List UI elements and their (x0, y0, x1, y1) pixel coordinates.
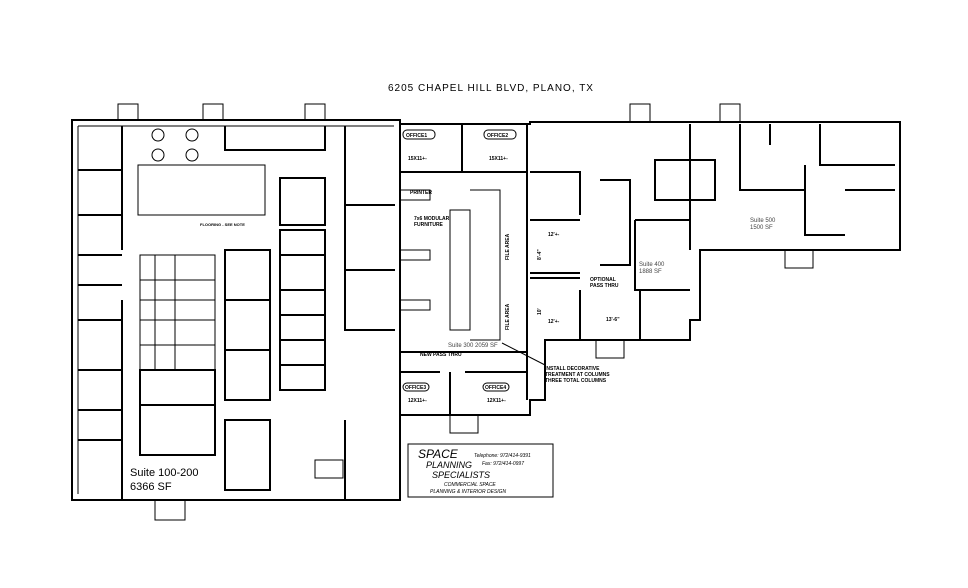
new-pass-thru-note: NEW PASS THRU (420, 352, 462, 358)
dim-8: 8'-4" (537, 249, 543, 260)
entry-doors (117, 103, 814, 521)
plan-title: 6205 CHAPEL HILL BLVD, PLANO, TX (388, 83, 594, 94)
svg-text:SPACE: SPACE (418, 447, 459, 461)
suite-400-area: 1888 SF (639, 269, 662, 275)
office3-tag (402, 382, 430, 392)
install-note-3: THREE TOTAL COLUMNS (545, 378, 607, 384)
suite-500-name: Suite 500 (750, 218, 776, 224)
office3-label: OFFICE3 (405, 385, 426, 391)
office1-tag (402, 129, 436, 140)
modular-label: 7x6 MODULAR (414, 216, 450, 222)
optional-note-2: PASS THRU (590, 283, 619, 289)
suite-100-200-name: Suite 100-200 (130, 467, 199, 479)
svg-text:Telephone: 972/414-9391: Telephone: 972/414-9391 (474, 453, 531, 459)
suite-300-walls (399, 124, 528, 415)
office3-size: 12X11+- (408, 398, 427, 404)
install-note-2: TREATMENT AT COLUMNS (545, 372, 610, 378)
callout-leader (501, 342, 546, 366)
suite-100-200-area: 6366 SF (130, 481, 172, 493)
office4-tag (482, 382, 510, 392)
optional-note-1: OPTIONAL (590, 277, 616, 283)
svg-text:SPECIALISTS: SPECIALISTS (432, 470, 490, 480)
office1-size: 15X11+- (408, 156, 427, 162)
exterior-walls (71, 119, 901, 501)
file-area-label-2: FILE AREA (505, 303, 511, 330)
office2-label: OFFICE2 (487, 133, 508, 139)
suite-500-walls (654, 124, 895, 250)
suite-500-area: 1500 SF (750, 225, 773, 231)
suite-400-walls (530, 171, 690, 340)
file-area-label-1: FILE AREA (505, 233, 511, 260)
dim-12b: 12'+- (548, 319, 560, 325)
suite-100-200-walls: FLOORING - SEE NOTE (78, 126, 395, 500)
dim-10: 10' (537, 308, 543, 315)
suite-400-name: Suite 400 (639, 262, 665, 268)
office4-size: 12X11+- (487, 398, 506, 404)
dim-13: 13'-6" (606, 317, 620, 323)
svg-text:Fax: 972/414-0997: Fax: 972/414-0997 (482, 461, 524, 467)
svg-text:COMMERCIAL SPACE: COMMERCIAL SPACE (444, 482, 496, 488)
install-note-1: INSTALL DECORATIVE (545, 366, 600, 372)
office2-tag (483, 129, 517, 140)
furniture-label: FURNITURE (414, 222, 444, 228)
dim-12a: 12'+- (548, 232, 560, 238)
svg-text:PLANNING & INTERIOR DESIGN: PLANNING & INTERIOR DESIGN (430, 489, 507, 495)
space-planning-specialists-logo: SPACE PLANNING SPECIALISTS Telephone: 97… (407, 443, 554, 498)
flooring-note: FLOORING - SEE NOTE (200, 222, 245, 227)
svg-text:PLANNING: PLANNING (426, 460, 472, 470)
office1-label: OFFICE1 (406, 133, 427, 139)
office2-size: 15X11+- (489, 156, 508, 162)
printer-label: PRINTER (410, 190, 432, 196)
office4-label: OFFICE4 (485, 385, 506, 391)
suite-300-label: Suite 300 2059 SF (448, 343, 498, 349)
